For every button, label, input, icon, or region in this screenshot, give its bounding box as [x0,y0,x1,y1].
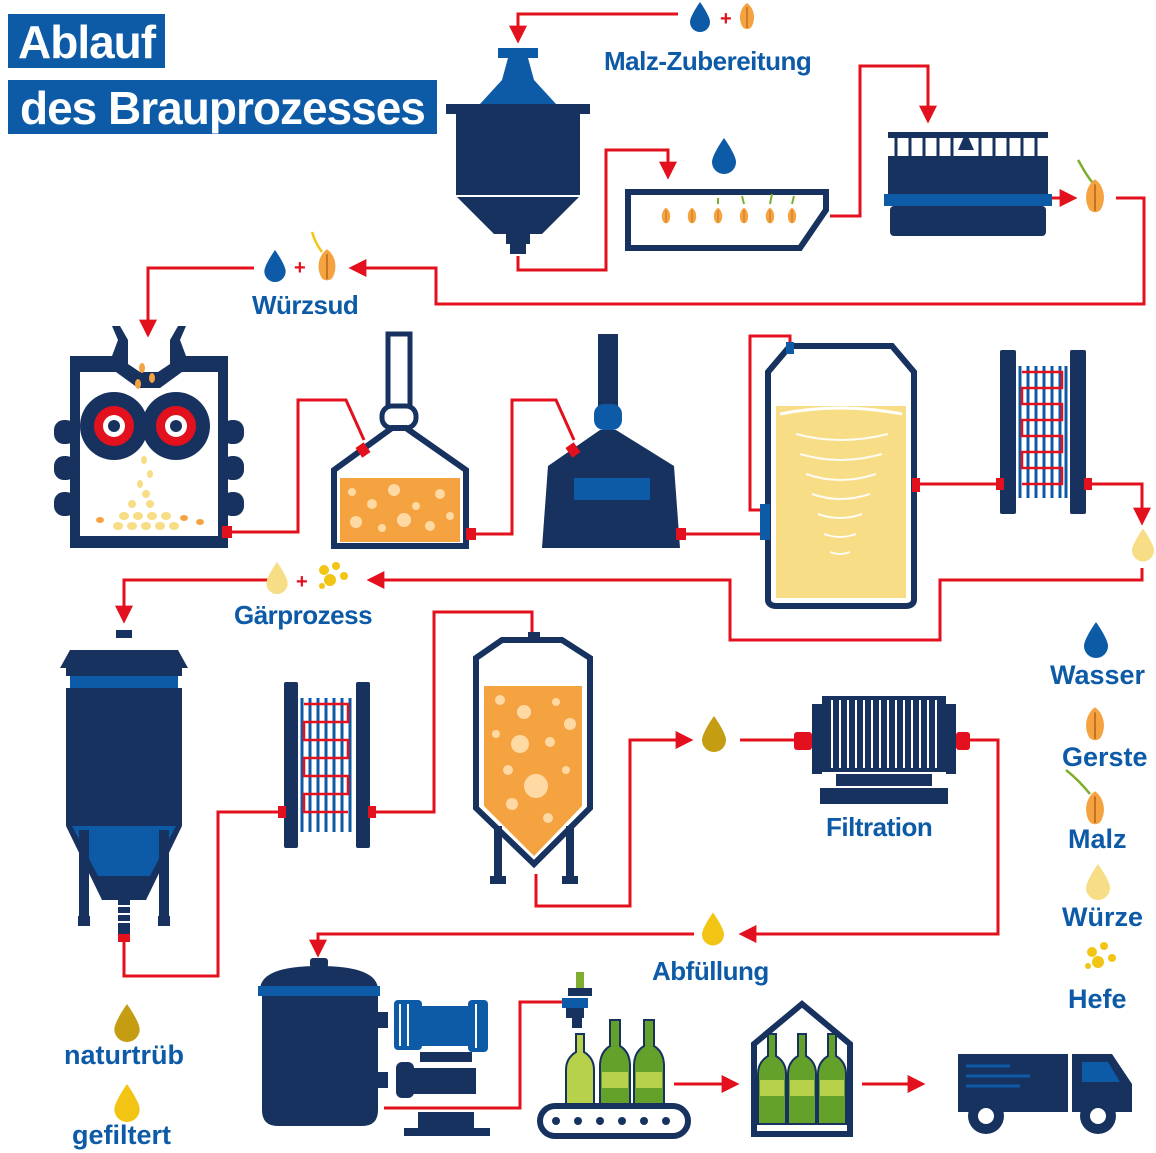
beer-cooler [278,682,376,848]
beer-crate [751,1000,853,1137]
bottle-icon [757,1033,787,1125]
title-line-1: Ablauf [8,14,166,68]
whirlpool-tank [760,342,920,609]
legend-label-cloudy: naturtrüb [64,1040,184,1070]
bottle-icon [633,1019,665,1105]
pipe-network [115,12,1151,1110]
water-drop-icon [712,138,736,174]
water-drop-icon [1084,622,1108,658]
filling-pump [394,1000,490,1136]
malt-grain-icon [317,248,337,282]
maturation-tank [473,632,593,884]
wort-cooler [996,350,1092,514]
plus-sign: + [720,8,732,30]
legend-icons [114,622,1116,1122]
legend-label-barley: Gerste [1062,742,1148,772]
legend-label-water: Wasser [1050,660,1146,690]
germination-trough [625,189,829,251]
legend-label-yeast: Hefe [1068,984,1127,1014]
wort-drop-icon [1086,864,1110,900]
step-label-wort-boiling: Würzsud [252,290,359,320]
yeast-icon [319,562,348,589]
wort-drop-icon [266,562,288,594]
malt-intake-icons: + [690,2,755,32]
brew-kettle [542,334,686,548]
yeast-icon [1085,942,1116,969]
mill-roller-right [142,392,210,460]
title-line-2: des Brauprozesses [8,80,437,134]
step-label-filtration: Filtration [826,812,933,842]
filter-press [794,696,970,804]
fermentation-tank [60,630,188,942]
steeping-hopper [446,48,590,254]
plus-sign: + [296,571,308,593]
cloudy-beer-drop-icon [702,716,726,752]
water-drop-icon [264,250,286,282]
bottle-conveyor [537,1019,691,1139]
barley-grain-icon [1085,706,1105,742]
barley-grain-icon [739,2,755,30]
malt-mill [54,326,244,548]
bottle-icon [787,1033,817,1125]
cloudy-beer-drop-icon [114,1004,140,1042]
filtered-beer-drop-icon [114,1084,140,1122]
filtered-beer-drop-icon [702,912,724,946]
legend-label-filtered: gefiltert [72,1120,172,1150]
mash-tun [331,331,476,549]
bottle-filler [562,972,592,1028]
bottle-icon [817,1033,847,1125]
bottle-icon [599,1019,631,1105]
step-label-malt-preparation: Malz-Zubereitung [604,46,812,76]
malt-grain-icon [1065,769,1105,826]
kiln [884,132,1052,236]
legend-label-malt: Malz [1068,824,1127,854]
step-label-bottling: Abfüllung [652,956,769,986]
wort-intake-icons: + [264,231,337,282]
mill-roller-left [80,392,148,460]
truck-icon [958,1054,1132,1134]
malt-grain-icon [1085,178,1105,214]
plus-sign: + [294,257,306,279]
fermentation-intake-icons: + [266,562,348,594]
step-label-fermentation: Gärprozess [234,600,373,630]
legend-label-wort: Würze [1062,902,1143,932]
water-drop-icon [690,2,710,32]
malt-grain-output-icon [1076,159,1105,214]
bottle-icon [565,1033,595,1105]
bright-beer-tank [258,958,388,1126]
wort-drop-icon [1132,528,1154,562]
